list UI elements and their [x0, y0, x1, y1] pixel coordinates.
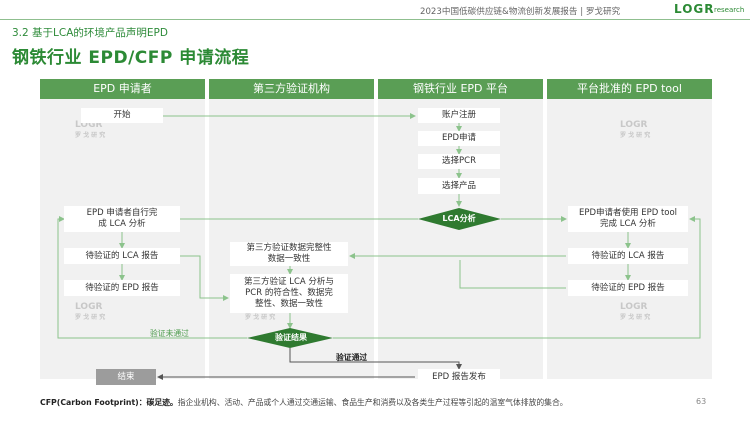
step-tool-pending-lca: 待验证的 LCA 报告 [568, 248, 688, 264]
arrow-passed-publish [289, 348, 462, 370]
footnote-text: 指企业机构、活动、产品或个人通过交通运输、食品生产和消费以及各类生产过程等引起的… [177, 398, 568, 407]
decision-result [247, 328, 333, 348]
decision-result-label: 验证结果 [275, 333, 307, 342]
step-select-pcr: 选择PCR [418, 154, 500, 169]
header-divider [0, 19, 750, 20]
step-end: 结束 [96, 369, 156, 385]
column-header-platform: 钢铁行业 EPD 平台 [378, 79, 543, 99]
footnote: CFP(Carbon Footprint)：碳足迹。指企业机构、活动、产品或个人… [40, 397, 568, 408]
logo-sub: research [714, 6, 745, 14]
decision-lca [418, 208, 501, 230]
logo-text: LOGR [674, 2, 715, 16]
decision-lca-label: LCA分析 [442, 214, 476, 223]
report-title: 2023中国低碳供应链&物流创新发展报告 | 罗戈研究 [420, 7, 621, 17]
column-header-verifier: 第三方验证机构 [209, 79, 374, 99]
passed-label: 验证通过 [336, 353, 368, 362]
not-passed-label: 验证未通过 [150, 329, 189, 338]
column-header-tool: 平台批准的 EPD tool [547, 79, 712, 99]
arrow-pending-lca-check [180, 255, 229, 301]
footnote-label: CFP(Carbon Footprint)：碳足迹。 [40, 398, 178, 407]
step-tool-lca: EPD申请者使用 EPD tool 完成 LCA 分析 [568, 206, 688, 232]
step-pending-epd: 待验证的 EPD 报告 [64, 280, 180, 296]
arrow-not-passed-left [57, 216, 247, 339]
logo: LOGR research [668, 2, 748, 18]
step-self-lca: EPD 申请者自行完 成 LCA 分析 [64, 206, 180, 232]
step-start: 开始 [81, 108, 163, 123]
column-header-applicant: EPD 申请者 [40, 79, 205, 99]
arrow-tool-pending-epd-check [459, 260, 566, 289]
step-check-data: 第三方验证数据完整性 数据一致性 [230, 242, 348, 266]
step-publish: EPD 报告发布 [418, 369, 500, 385]
section-heading: 3.2 基于LCA的环境产品声明EPD [12, 27, 168, 39]
page-number: 63 [696, 397, 707, 406]
step-register: 账户注册 [418, 108, 500, 123]
page-title: 钢铁行业 EPD/CFP 申请流程 [12, 48, 250, 68]
step-tool-pending-epd: 待验证的 EPD 报告 [568, 280, 688, 296]
step-epd-apply: EPD申请 [418, 131, 500, 146]
step-pending-lca: 待验证的 LCA 报告 [64, 248, 180, 264]
step-check-lca: 第三方验证 LCA 分析与 PCR 的符合性、数据完 整性、数据一致性 [230, 274, 348, 313]
step-select-product: 选择产品 [418, 178, 500, 194]
arrow-not-passed-right [333, 216, 701, 339]
